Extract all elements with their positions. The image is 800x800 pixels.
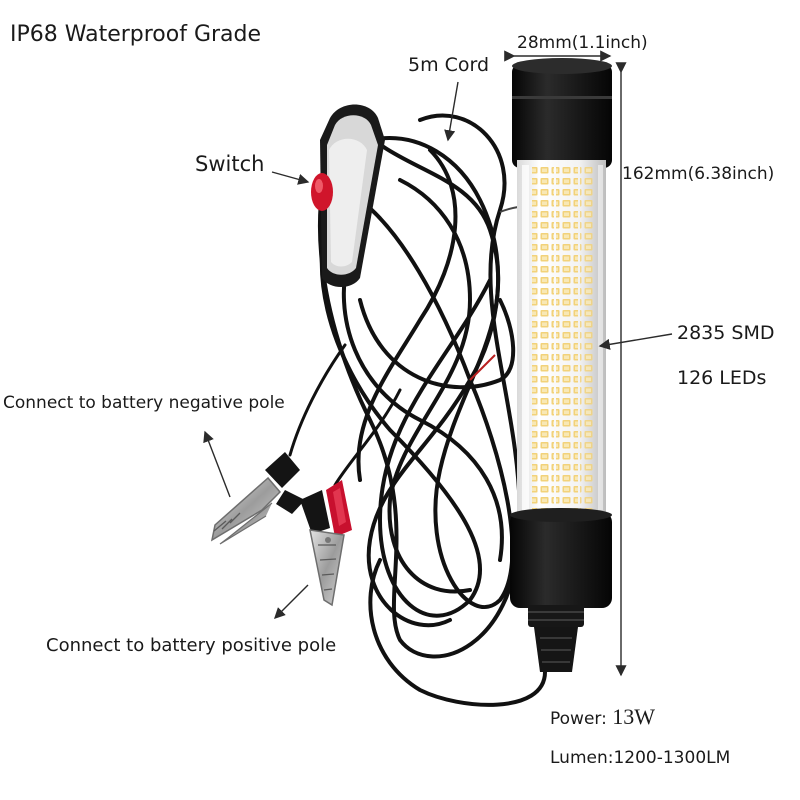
inline-switch-icon bbox=[311, 104, 385, 287]
positive-arrow bbox=[274, 584, 309, 619]
led-strip-left bbox=[532, 165, 554, 510]
power-spec: Power: 13W bbox=[550, 706, 655, 728]
lumen-spec: Lumen:1200-1300LM bbox=[550, 748, 731, 768]
power-value: 13W bbox=[612, 704, 655, 729]
negative-clip-icon bbox=[210, 452, 305, 545]
width-dimension-label: 28mm(1.1inch) bbox=[517, 33, 648, 53]
coiled-cord-icon bbox=[288, 113, 547, 707]
negative-arrow bbox=[203, 430, 231, 498]
smd-arrow bbox=[598, 333, 673, 350]
height-dimension-label: 162mm(6.38inch) bbox=[622, 164, 775, 184]
positive-clip-icon bbox=[300, 480, 352, 607]
led-tube-light-icon bbox=[510, 58, 612, 672]
switch-label: Switch bbox=[195, 152, 265, 176]
switch-button-icon bbox=[311, 173, 333, 211]
positive-pole-label: Connect to battery positive pole bbox=[46, 635, 337, 656]
cord-length-label: 5m Cord bbox=[408, 54, 490, 76]
negative-pole-label: Connect to battery negative pole bbox=[3, 393, 285, 413]
power-key: Power: bbox=[550, 709, 607, 729]
waterproof-grade-title: IP68 Waterproof Grade bbox=[10, 22, 262, 47]
callout-arrows bbox=[203, 50, 673, 677]
led-count-label: 126 LEDs bbox=[677, 367, 767, 389]
led-strip-right bbox=[580, 165, 594, 510]
led-strip-center bbox=[556, 165, 578, 510]
cord-arrow bbox=[444, 81, 459, 142]
switch-arrow bbox=[271, 171, 310, 185]
smd-type-label: 2835 SMD bbox=[677, 322, 775, 344]
